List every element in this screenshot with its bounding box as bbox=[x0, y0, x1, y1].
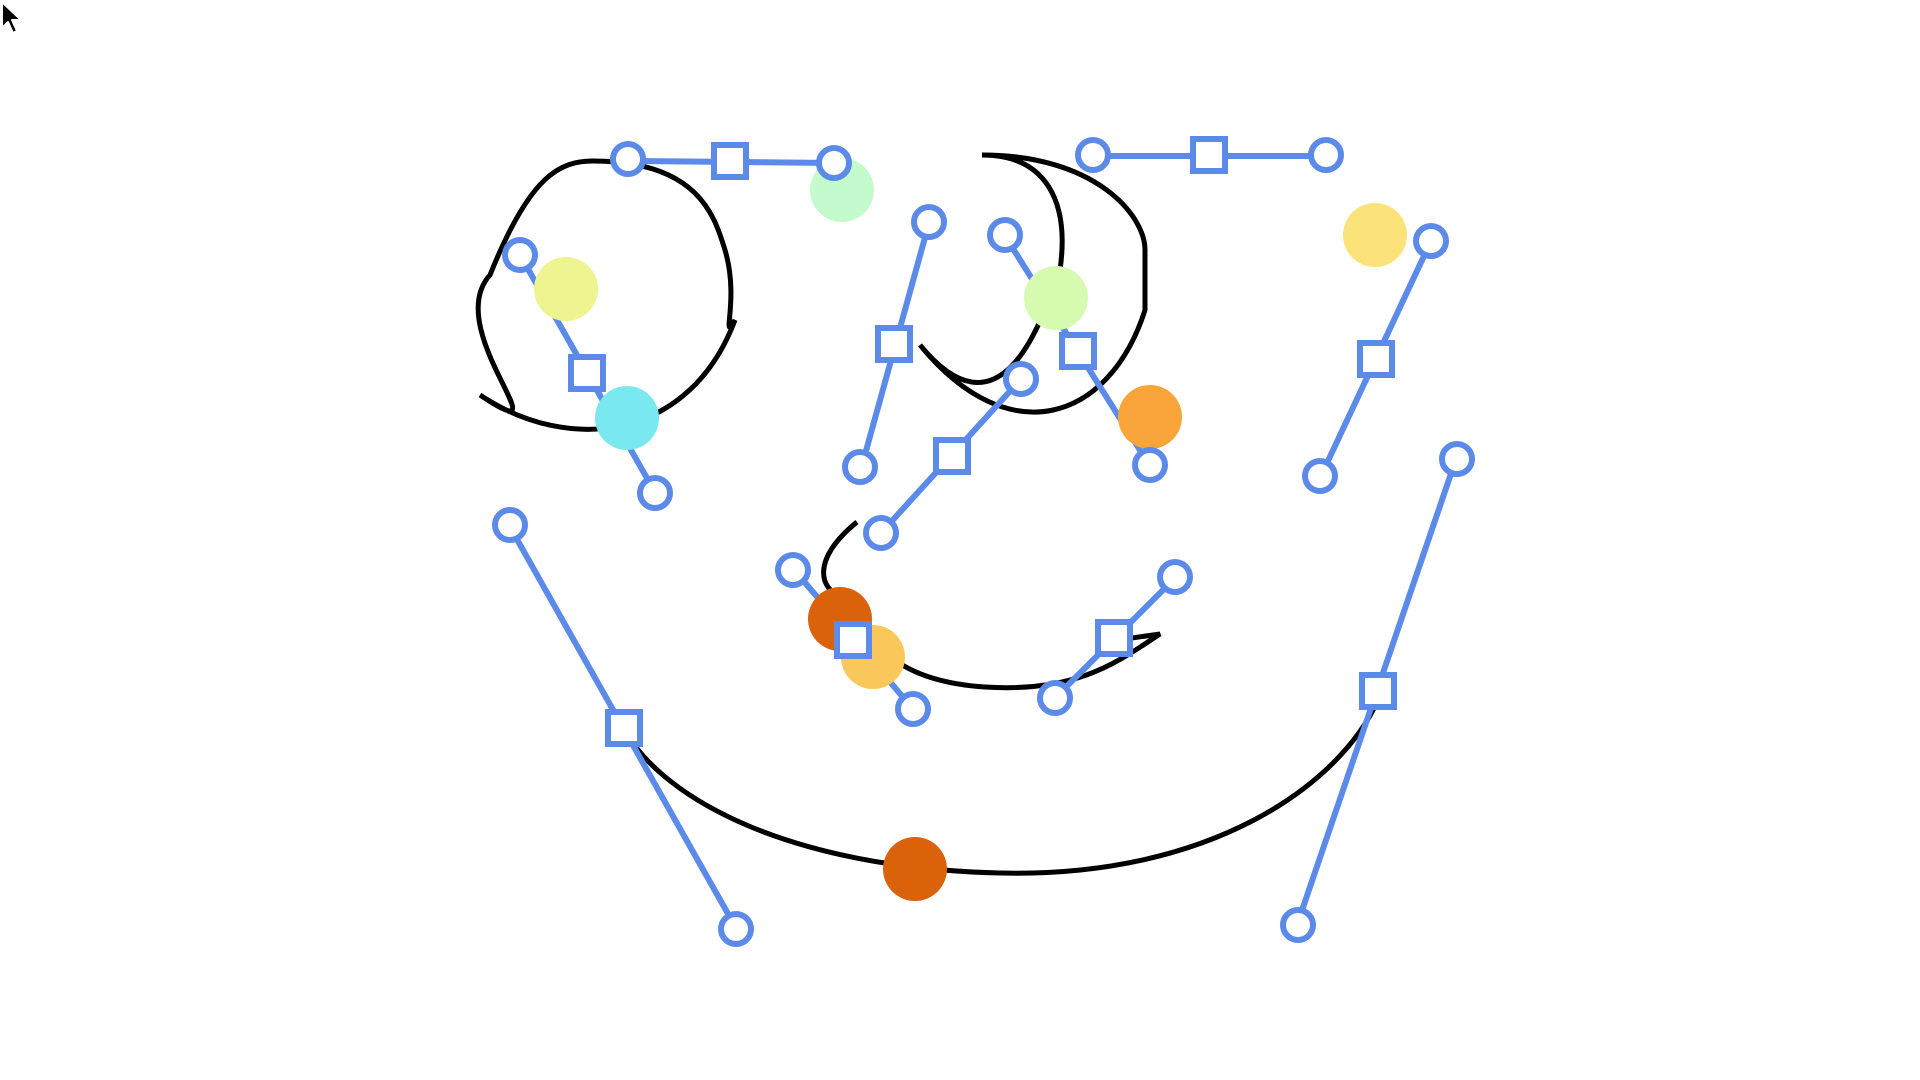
anchor-point[interactable] bbox=[834, 621, 872, 659]
handle-point[interactable] bbox=[895, 691, 931, 727]
right-eye-dot-2[interactable] bbox=[1343, 203, 1407, 267]
right-eye-dot-3[interactable] bbox=[1118, 385, 1182, 449]
handle-point[interactable] bbox=[1302, 458, 1338, 494]
handle-point[interactable] bbox=[775, 552, 811, 588]
mouth-curve[interactable] bbox=[622, 698, 1381, 876]
handle-point[interactable] bbox=[718, 911, 754, 947]
handle-point[interactable] bbox=[911, 204, 947, 240]
anchor-point[interactable] bbox=[605, 709, 643, 747]
handle-point[interactable] bbox=[987, 217, 1023, 253]
handle-point[interactable] bbox=[1003, 361, 1039, 397]
curves bbox=[475, 152, 1381, 876]
arrow-cursor-icon bbox=[1, 1, 22, 34]
handle-point[interactable] bbox=[863, 515, 899, 551]
right-eye-curve[interactable] bbox=[918, 152, 1148, 415]
handle-point[interactable] bbox=[1157, 559, 1193, 595]
handle-point[interactable] bbox=[816, 145, 852, 181]
anchor-point[interactable] bbox=[1190, 136, 1228, 174]
colored-dots bbox=[534, 158, 1407, 901]
handle-points bbox=[492, 137, 1475, 947]
anchor-point[interactable] bbox=[933, 437, 971, 475]
handle-point[interactable] bbox=[842, 449, 878, 485]
handle-point[interactable] bbox=[610, 141, 646, 177]
handle-point[interactable] bbox=[1308, 137, 1344, 173]
handle-point[interactable] bbox=[1037, 680, 1073, 716]
anchor-point[interactable] bbox=[1359, 672, 1397, 710]
anchor-point[interactable] bbox=[1095, 619, 1133, 657]
handle-point[interactable] bbox=[492, 507, 528, 543]
handle-point[interactable] bbox=[502, 237, 538, 273]
handle-point[interactable] bbox=[1413, 223, 1449, 259]
anchor-points bbox=[568, 136, 1397, 747]
handle-point[interactable] bbox=[637, 475, 673, 511]
handle-point[interactable] bbox=[1075, 137, 1111, 173]
anchor-point[interactable] bbox=[711, 142, 749, 180]
left-eye-dot-1[interactable] bbox=[534, 257, 598, 321]
handle-point[interactable] bbox=[1280, 907, 1316, 943]
mouth-dot-1[interactable] bbox=[883, 837, 947, 901]
handle-point[interactable] bbox=[1132, 447, 1168, 483]
left-eye-dot-3[interactable] bbox=[595, 386, 659, 450]
anchor-point[interactable] bbox=[1357, 340, 1395, 378]
left-eye-curve[interactable] bbox=[475, 158, 738, 432]
handle-lines bbox=[507, 153, 1459, 930]
anchor-point[interactable] bbox=[568, 354, 606, 392]
handle-point[interactable] bbox=[1439, 441, 1475, 477]
right-eye-dot-1[interactable] bbox=[1024, 266, 1088, 330]
anchor-point[interactable] bbox=[1059, 332, 1097, 370]
anchor-point[interactable] bbox=[875, 325, 913, 363]
